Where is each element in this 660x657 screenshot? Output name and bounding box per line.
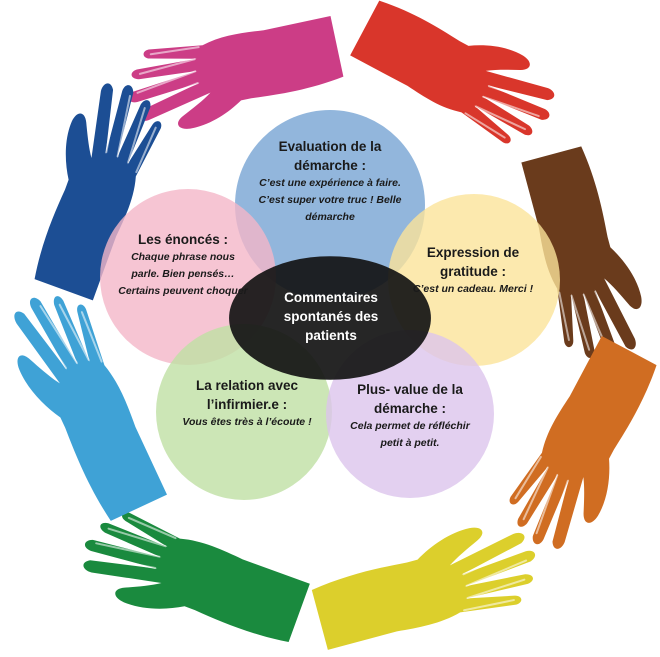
circle-body-right: C’est un cadeau. Merci ! (412, 283, 534, 295)
circle-center (229, 256, 431, 380)
center-title: Commentaires spontanés des patients (283, 290, 379, 343)
circle-top (235, 110, 425, 300)
circle-title-bottom-left: La relation avec l’infirmier.e : (195, 378, 299, 412)
circle-body-bottom-right: Cela permet de réfléchir petit à petit. (350, 420, 470, 449)
circle-title-top: Evaluation de la démarche : (278, 139, 382, 173)
circle-title-left: Les énoncés : (137, 232, 229, 247)
circle-label-right: Expression de gratitude : C’est un cadea… (408, 243, 538, 298)
circle-label-bottom-right: Plus- value de la démarche : Cela permet… (340, 380, 480, 452)
circle-title-right: Expression de gratitude : (426, 245, 520, 279)
center-label: Commentaires spontanés des patients (266, 288, 396, 345)
circle-body-bottom-left: Vous êtes très à l’écoute ! (182, 416, 312, 428)
circle-label-bottom-left: La relation avec l’infirmier.e : Vous êt… (172, 376, 322, 431)
circle-title-bottom-right: Plus- value de la démarche : (357, 382, 463, 416)
circle-label-top: Evaluation de la démarche : C’est une ex… (255, 137, 405, 226)
circle-body-top: C’est une expérience à faire. C’est supe… (258, 177, 402, 223)
circle-label-left: Les énoncés : Chaque phrase nous parle. … (118, 230, 248, 300)
circle-body-left: Chaque phrase nous parle. Bien pensés… C… (118, 251, 248, 297)
circle-right (388, 194, 560, 366)
